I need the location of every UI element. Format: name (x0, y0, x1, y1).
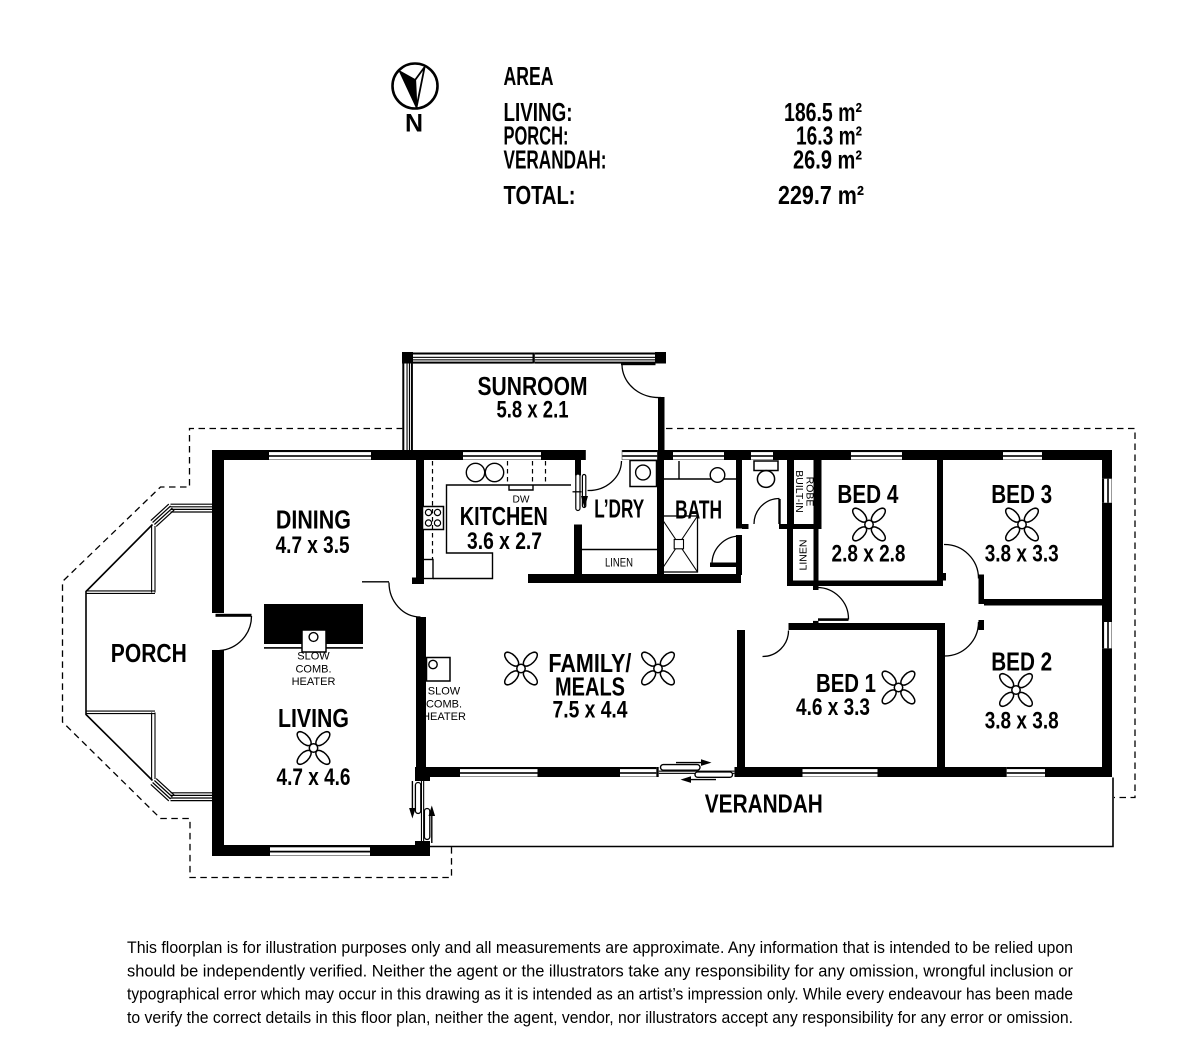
svg-text:HEATER: HEATER (422, 711, 466, 723)
svg-text:26.9 m²: 26.9 m² (793, 144, 862, 174)
svg-text:186.5 m²: 186.5 m² (784, 97, 862, 127)
svg-text:16.3 m²: 16.3 m² (796, 121, 862, 151)
svg-text:LIVING:: LIVING: (504, 97, 573, 127)
svg-text:MEALS: MEALS (555, 672, 625, 702)
svg-text:BUILT-IN: BUILT-IN (793, 470, 805, 512)
svg-text:3.8 x 3.8: 3.8 x 3.8 (985, 708, 1059, 735)
svg-text:This floorplan is for illustra: This floorplan is for illustration purpo… (127, 938, 1073, 957)
svg-text:to verify the correct details: to verify the correct details in this fl… (127, 1008, 1073, 1027)
svg-text:L’DRY: L’DRY (594, 494, 644, 524)
svg-text:4.7 x 4.6: 4.7 x 4.6 (277, 764, 351, 791)
svg-text:FAMILY/: FAMILY/ (548, 648, 631, 678)
svg-text:HEATER: HEATER (292, 676, 336, 688)
svg-text:BATH: BATH (675, 495, 722, 525)
svg-text:229.7 m²: 229.7 m² (778, 180, 864, 210)
svg-text:2.8 x 2.8: 2.8 x 2.8 (832, 541, 906, 568)
svg-text:SLOW: SLOW (428, 686, 461, 698)
svg-text:5.8 x 2.1: 5.8 x 2.1 (497, 397, 569, 424)
svg-text:VERANDAH:: VERANDAH: (504, 144, 607, 174)
svg-text:AREA: AREA (504, 61, 554, 91)
svg-text:SUNROOM: SUNROOM (478, 371, 588, 401)
svg-text:LIVING: LIVING (278, 703, 349, 733)
svg-text:BED 4: BED 4 (837, 479, 898, 509)
svg-text:PORCH:: PORCH: (504, 121, 569, 151)
svg-text:PORCH: PORCH (111, 638, 187, 668)
svg-text:BED 3: BED 3 (991, 479, 1052, 509)
svg-text:BED 1: BED 1 (816, 668, 876, 698)
svg-text:BED 2: BED 2 (991, 647, 1052, 677)
svg-text:COMB.: COMB. (295, 663, 331, 675)
svg-text:N: N (405, 110, 423, 138)
svg-text:7.5 x 4.4: 7.5 x 4.4 (553, 697, 628, 724)
svg-text:3.8 x 3.3: 3.8 x 3.3 (985, 541, 1059, 568)
svg-text:DW: DW (513, 494, 530, 506)
svg-text:SLOW: SLOW (297, 651, 330, 663)
svg-text:COMB.: COMB. (426, 698, 462, 710)
svg-text:typographical error which may: typographical error which may occur in t… (127, 985, 1073, 1004)
svg-text:LINEN: LINEN (798, 540, 810, 571)
svg-text:should be independently verifi: should be independently verified. Neithe… (127, 961, 1073, 980)
svg-text:KITCHEN: KITCHEN (460, 501, 548, 531)
svg-text:ROBE: ROBE (804, 477, 816, 507)
svg-text:DINING: DINING (276, 504, 351, 534)
svg-text:3.6 x 2.7: 3.6 x 2.7 (467, 528, 542, 555)
svg-text:4.7 x 3.5: 4.7 x 3.5 (276, 532, 350, 559)
svg-text:VERANDAH: VERANDAH (705, 789, 823, 819)
svg-text:LINEN: LINEN (605, 556, 633, 570)
svg-text:4.6 x 3.3: 4.6 x 3.3 (796, 694, 870, 721)
svg-text:TOTAL:: TOTAL: (504, 180, 576, 210)
